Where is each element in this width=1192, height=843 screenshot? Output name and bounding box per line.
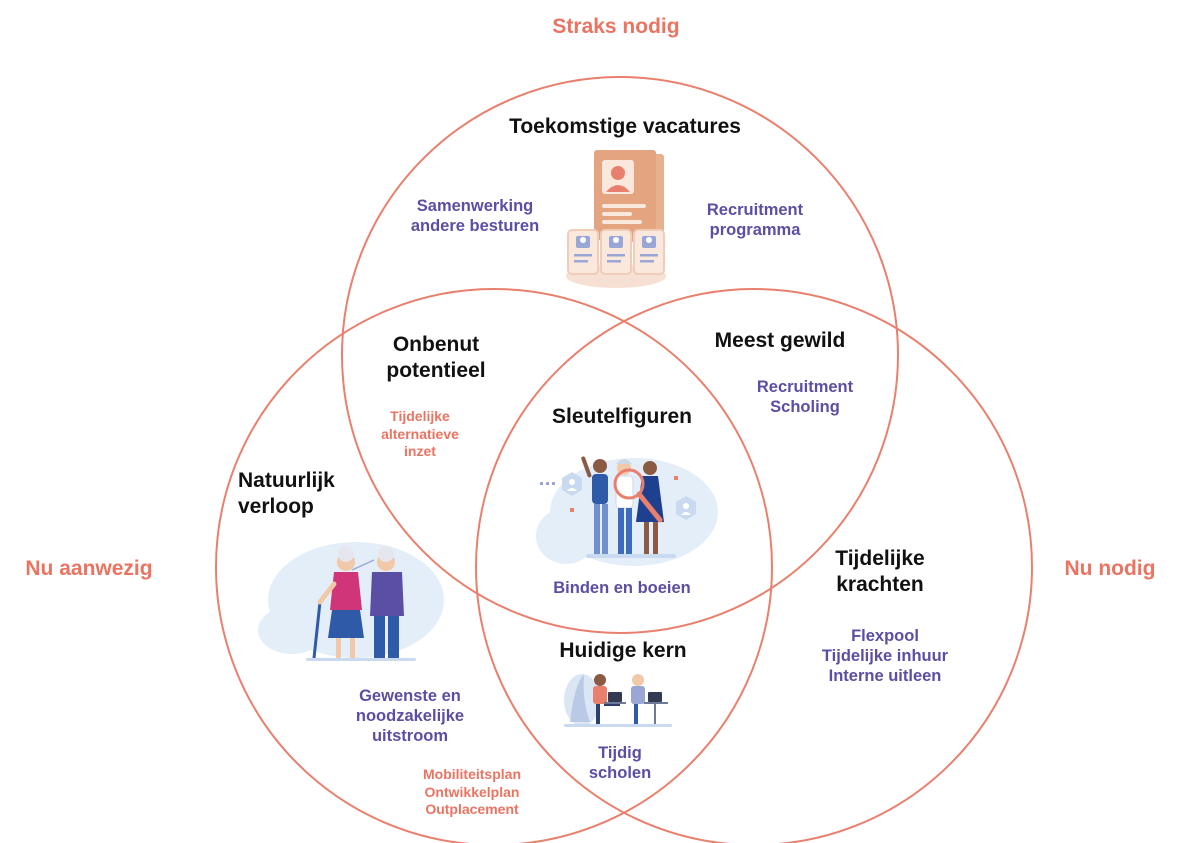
region-title-natuurlijk-verloop: Natuurlijk verloop bbox=[238, 469, 335, 519]
axis-label-nu-aanwezig: Nu aanwezig bbox=[25, 557, 153, 580]
note-tijdelijke-alternatieve-inzet: Tijdelijke alternatieve inzet bbox=[381, 408, 459, 459]
region-title-onbenut-potentieel: Onbenut potentieel bbox=[386, 333, 486, 383]
note-tijdig-scholen: Tijdig scholen bbox=[588, 744, 652, 783]
region-title-huidige-kern: Huidige kern bbox=[559, 639, 687, 662]
elderly-couple-illustration bbox=[258, 542, 444, 661]
axis-label-nu-nodig: Nu nodig bbox=[1064, 557, 1156, 580]
circle-nu-aanwezig bbox=[215, 288, 773, 843]
note-samenwerking: Samenwerking andere besturen bbox=[410, 197, 540, 236]
note-flexpool: Flexpool Tijdelijke inhuur Interne uitle… bbox=[821, 627, 949, 686]
team-magnifier-illustration bbox=[536, 456, 718, 566]
region-title-meest-gewild: Meest gewild bbox=[714, 329, 846, 352]
note-gewenste-uitstroom: Gewenste en noodzakelijke uitstroom bbox=[355, 687, 465, 746]
region-title-toekomstige-vacatures: Toekomstige vacatures bbox=[509, 115, 741, 138]
circle-nu-nodig bbox=[475, 288, 1033, 843]
laptop-workers-illustration bbox=[564, 674, 672, 727]
region-title-tijdelijke-krachten: Tijdelijke krachten bbox=[835, 547, 925, 597]
note-recruitment-programma: Recruitment programma bbox=[706, 201, 804, 240]
note-plans: Mobiliteitsplan Ontwikkelplan Outplaceme… bbox=[423, 766, 521, 817]
region-title-sleutelfiguren: Sleutelfiguren bbox=[551, 405, 693, 428]
resume-illustration bbox=[566, 150, 666, 288]
axis-label-straks-nodig: Straks nodig bbox=[552, 15, 680, 38]
note-binden-en-boeien: Binden en boeien bbox=[553, 579, 691, 597]
circle-straks-nodig bbox=[341, 76, 899, 634]
note-recruitment-scholing: Recruitment Scholing bbox=[756, 378, 854, 417]
